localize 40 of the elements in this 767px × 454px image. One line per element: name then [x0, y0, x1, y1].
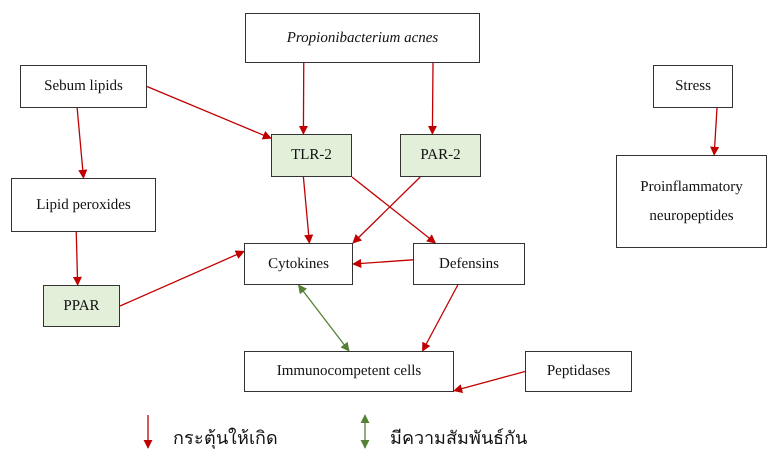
legend-label: มีความสัมพันธ์กัน — [390, 427, 527, 450]
arrow — [710, 108, 720, 156]
arrow — [72, 232, 82, 286]
receptor-box — [400, 134, 481, 177]
node-label: Lipid peroxides — [35, 196, 132, 215]
arrow — [422, 284, 458, 352]
receptor-box — [43, 285, 120, 327]
node-label: Cytokines — [267, 254, 330, 274]
arrow — [352, 258, 414, 268]
node-label: Stress — [674, 77, 712, 96]
node-label: TLR-2 — [290, 146, 333, 166]
node-label: Defensins — [438, 254, 500, 274]
process-box — [245, 13, 480, 63]
process-box — [11, 178, 156, 232]
node-label: Peptidases — [546, 362, 612, 382]
process-box — [20, 65, 147, 108]
process-box — [525, 351, 632, 392]
process-box — [413, 243, 525, 285]
arrow — [453, 370, 526, 394]
process-box — [244, 351, 454, 392]
arrow — [302, 176, 314, 244]
arrow — [298, 63, 308, 135]
legend-label: กระตุ้นให้เกิด — [173, 426, 278, 451]
arrow — [298, 284, 350, 352]
node-label: Sebum lipids — [43, 77, 124, 96]
node-label: PPAR — [62, 296, 101, 316]
arrow — [120, 250, 245, 307]
node-label: PAR-2 — [419, 146, 462, 166]
arrow — [146, 86, 272, 140]
node-label: Proinflammatory neuropeptides — [639, 178, 744, 226]
process-box — [244, 243, 353, 285]
process-box — [616, 155, 767, 248]
process-box — [653, 65, 733, 108]
arrow — [428, 63, 438, 135]
arrow — [352, 176, 436, 244]
node-label: Propionibacterium acnes — [286, 28, 440, 48]
arrow — [76, 108, 88, 179]
node-label: Immunocompetent cells — [276, 362, 422, 382]
arrow — [352, 176, 421, 244]
receptor-box — [271, 134, 352, 177]
